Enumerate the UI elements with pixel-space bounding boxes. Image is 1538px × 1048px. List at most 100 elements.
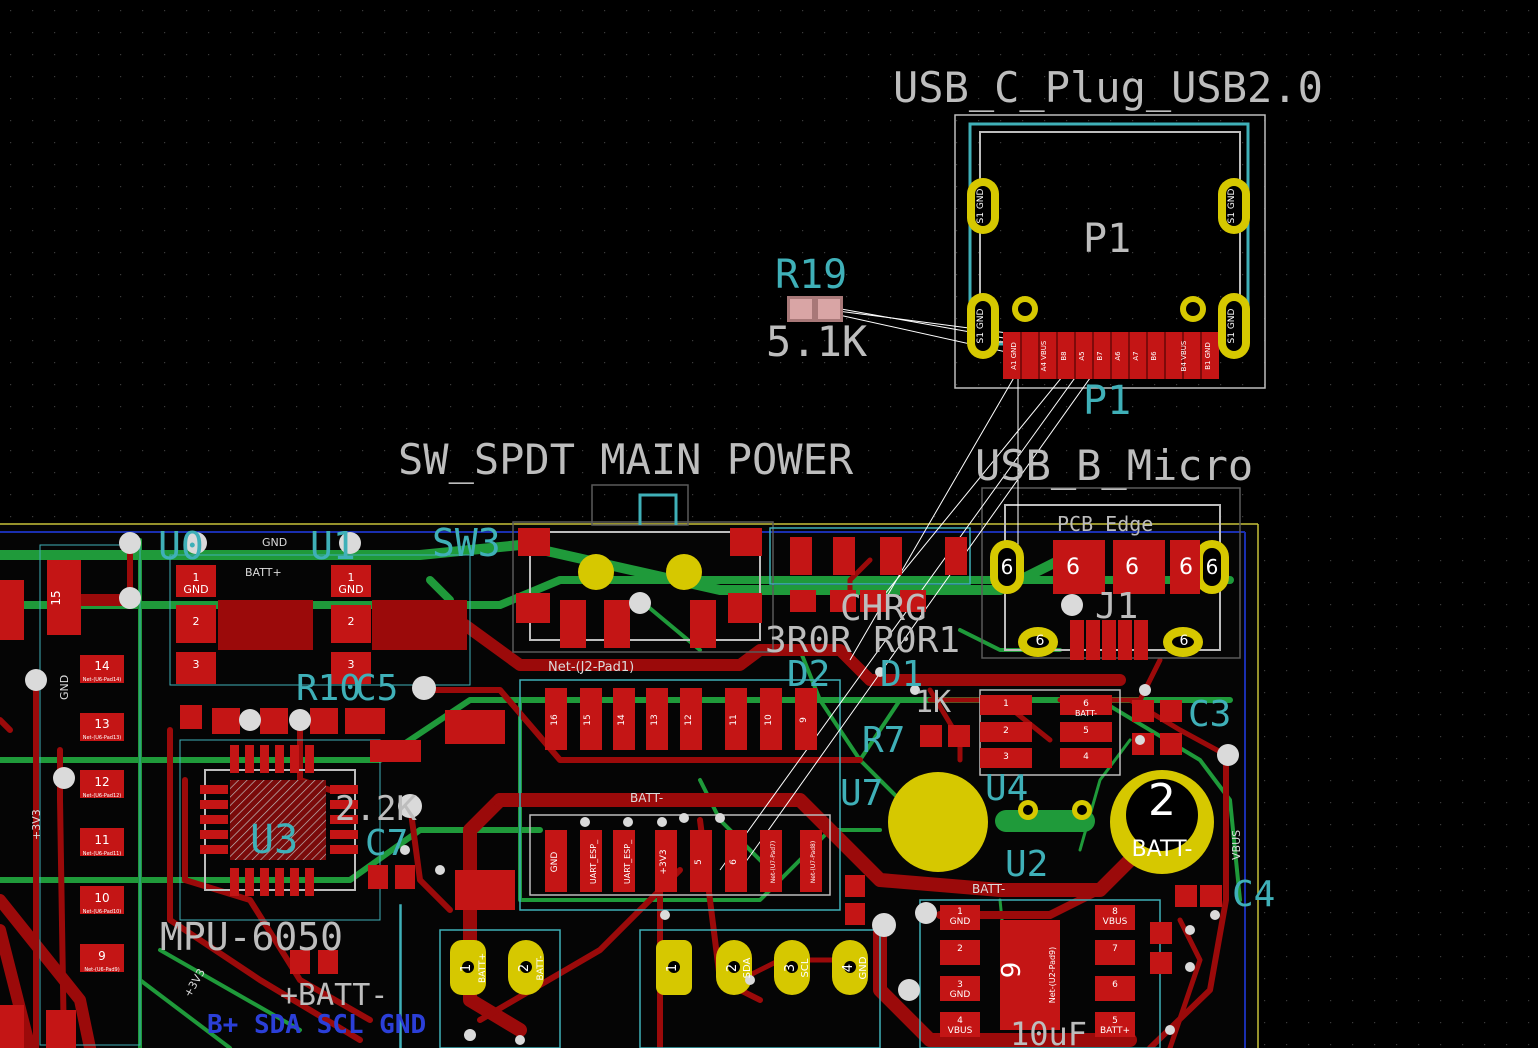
net-j2pad1: Net-(J2-Pad1) bbox=[548, 660, 634, 675]
net-gnd: GND bbox=[262, 536, 287, 549]
conn-pad-label: 1 bbox=[459, 964, 474, 972]
conn-pad-label: SCL bbox=[800, 958, 811, 977]
u0-pad-2: 2 bbox=[193, 615, 200, 628]
u2-pad: 3 bbox=[957, 980, 963, 990]
vias[interactable] bbox=[25, 532, 1239, 1045]
usbc-pad-label: B6 bbox=[1150, 351, 1158, 361]
one-k-label: 1K bbox=[915, 685, 951, 720]
u6-pad-net: Net-(U6-Pad14) bbox=[83, 677, 122, 683]
j1-pad-number: 6 bbox=[1180, 633, 1189, 649]
u2-pad-net: VBUS bbox=[948, 1026, 973, 1036]
u4-pad: 2 bbox=[1003, 726, 1009, 736]
u4-pad: 6 bbox=[1083, 699, 1089, 709]
u0-ref-label: U0 bbox=[158, 524, 204, 568]
p1-shield-pads[interactable] bbox=[967, 178, 1250, 359]
u7-pad-label: 9 bbox=[799, 717, 809, 723]
u7-pad-label: UART_ESP_ bbox=[623, 839, 632, 884]
usbc-pad-label: B8 bbox=[1060, 351, 1068, 360]
shield-pad-label: S1 GND bbox=[1227, 308, 1237, 343]
conn-pad-label: 3 bbox=[783, 964, 798, 972]
conn-pad-label: BATT+ bbox=[478, 953, 488, 983]
r7-ref-label: R7 bbox=[862, 720, 905, 761]
conn-pad-label: 4 bbox=[841, 964, 856, 972]
connector-pads[interactable] bbox=[450, 940, 868, 995]
conn-pad-label: GND bbox=[858, 956, 869, 979]
u7-pad-label: Net-(U7-Pad8) bbox=[810, 841, 817, 883]
u7-pad-label: GND bbox=[550, 852, 560, 873]
r19-pad-2[interactable] bbox=[818, 299, 840, 319]
u6-pad-net: Net-(U6-Pad9) bbox=[84, 967, 119, 973]
j1-pad-number: 6 bbox=[1206, 555, 1219, 579]
u2-center-pad: 9 bbox=[997, 962, 1027, 979]
sw3-value-label: SW_SPDT MAIN POWER bbox=[398, 435, 854, 484]
net-batt-plus: BATT+ bbox=[245, 566, 282, 579]
j1-pad-number: 6 bbox=[1001, 555, 1014, 579]
u6-pad-net: Net-(U6-Pad12) bbox=[83, 793, 122, 799]
net-3v3: +3V3 bbox=[30, 809, 43, 840]
u2-pad-net: GND bbox=[950, 917, 971, 927]
u6-pads[interactable] bbox=[0, 560, 124, 1048]
j1-pad-number: 6 bbox=[1125, 555, 1139, 580]
u3-value-label: MPU-6050 bbox=[160, 915, 343, 959]
u0-pad-3: 3 bbox=[193, 658, 200, 671]
u2-ref-label: U2 bbox=[1005, 844, 1048, 885]
u4-ref-label: U4 bbox=[985, 768, 1028, 809]
p1-ref-label: P1 bbox=[1083, 378, 1131, 424]
u4-pad: 4 bbox=[1083, 752, 1089, 762]
u2-center-net: Net-(U2-Pad9) bbox=[1048, 947, 1057, 1004]
r19-pad-1[interactable] bbox=[790, 299, 812, 319]
r19-value-label: 5.1K bbox=[766, 317, 868, 366]
u6-pad-number: 12 bbox=[94, 775, 109, 789]
j1-ref-label: J1 bbox=[1095, 586, 1138, 627]
regulator-pads[interactable] bbox=[176, 565, 467, 684]
u6-pad-net: Net-(U6-Pad10) bbox=[83, 909, 122, 915]
u4-pad: 1 bbox=[1003, 699, 1009, 709]
conn-pad-label: 1 bbox=[665, 964, 680, 972]
j1-pads[interactable] bbox=[990, 540, 1229, 660]
p1-pad-separators bbox=[1020, 332, 1202, 379]
c4-ref-label: C4 bbox=[1232, 874, 1275, 915]
u6-pad-net: Net-(U6-Pad13) bbox=[83, 735, 122, 741]
usb-c-footprint[interactable] bbox=[967, 178, 1250, 379]
r19-ref-label: R19 bbox=[775, 252, 847, 298]
p1-value-label: USB_C_Plug_USB2.0 bbox=[893, 63, 1323, 112]
u3-footprint[interactable] bbox=[200, 745, 358, 896]
c3-ref-label: C3 bbox=[1188, 694, 1231, 735]
u7-pads[interactable] bbox=[545, 688, 822, 892]
passive-pads[interactable] bbox=[180, 537, 1222, 974]
r0r-label: 3R0R R0R1 bbox=[765, 620, 960, 661]
net-gnd-2: GND bbox=[58, 675, 71, 700]
battery-holes[interactable] bbox=[888, 770, 1214, 874]
u6-pad-number: 15 bbox=[49, 590, 63, 605]
ten-uf-label: 10uF bbox=[1010, 1015, 1087, 1048]
sw3-ref-label: SW3 bbox=[432, 521, 501, 565]
conn-pad-label: 2 bbox=[517, 964, 532, 972]
d2-ref-label: D2 bbox=[787, 654, 830, 695]
c7-ref-label: C7 bbox=[365, 823, 408, 864]
u2-footprint[interactable] bbox=[940, 905, 1135, 1037]
u7-pad-label: 10 bbox=[764, 714, 774, 726]
connector-pin-labels: B+ SDA SCL GND bbox=[207, 1010, 426, 1040]
u7-pad-label: 16 bbox=[550, 714, 560, 726]
c5-ref-label: C5 bbox=[355, 668, 398, 709]
u6-pad-number: 14 bbox=[94, 659, 109, 673]
shield-pad-label: S1 GND bbox=[976, 308, 986, 343]
j1-pad-number: 6 bbox=[1036, 633, 1045, 649]
u4-pad: 5 bbox=[1083, 726, 1089, 736]
conn-pad-label: BATT- bbox=[536, 956, 546, 981]
u2-pad: 7 bbox=[1112, 944, 1118, 954]
usbc-pad-label: B4 VBUS bbox=[1180, 340, 1188, 371]
pcb-edge-label: PCB Edge bbox=[1057, 512, 1153, 536]
sw3-pads[interactable] bbox=[516, 528, 762, 648]
shield-pad-label: S1 GND bbox=[1227, 188, 1237, 223]
u6-pad-net: Net-(U6-Pad11) bbox=[83, 851, 122, 857]
u1-pad-3: 3 bbox=[348, 658, 355, 671]
u7-pad-label: 15 bbox=[583, 714, 593, 725]
r19-footprint[interactable] bbox=[787, 296, 843, 322]
p1-ref-fab-label: P1 bbox=[1083, 216, 1131, 262]
u7-pad-label: 11 bbox=[729, 714, 739, 725]
chrg-label: CHRG bbox=[840, 588, 927, 629]
u7-pad-label: 5 bbox=[694, 859, 704, 865]
j1-pad-number: 6 bbox=[1179, 555, 1193, 580]
